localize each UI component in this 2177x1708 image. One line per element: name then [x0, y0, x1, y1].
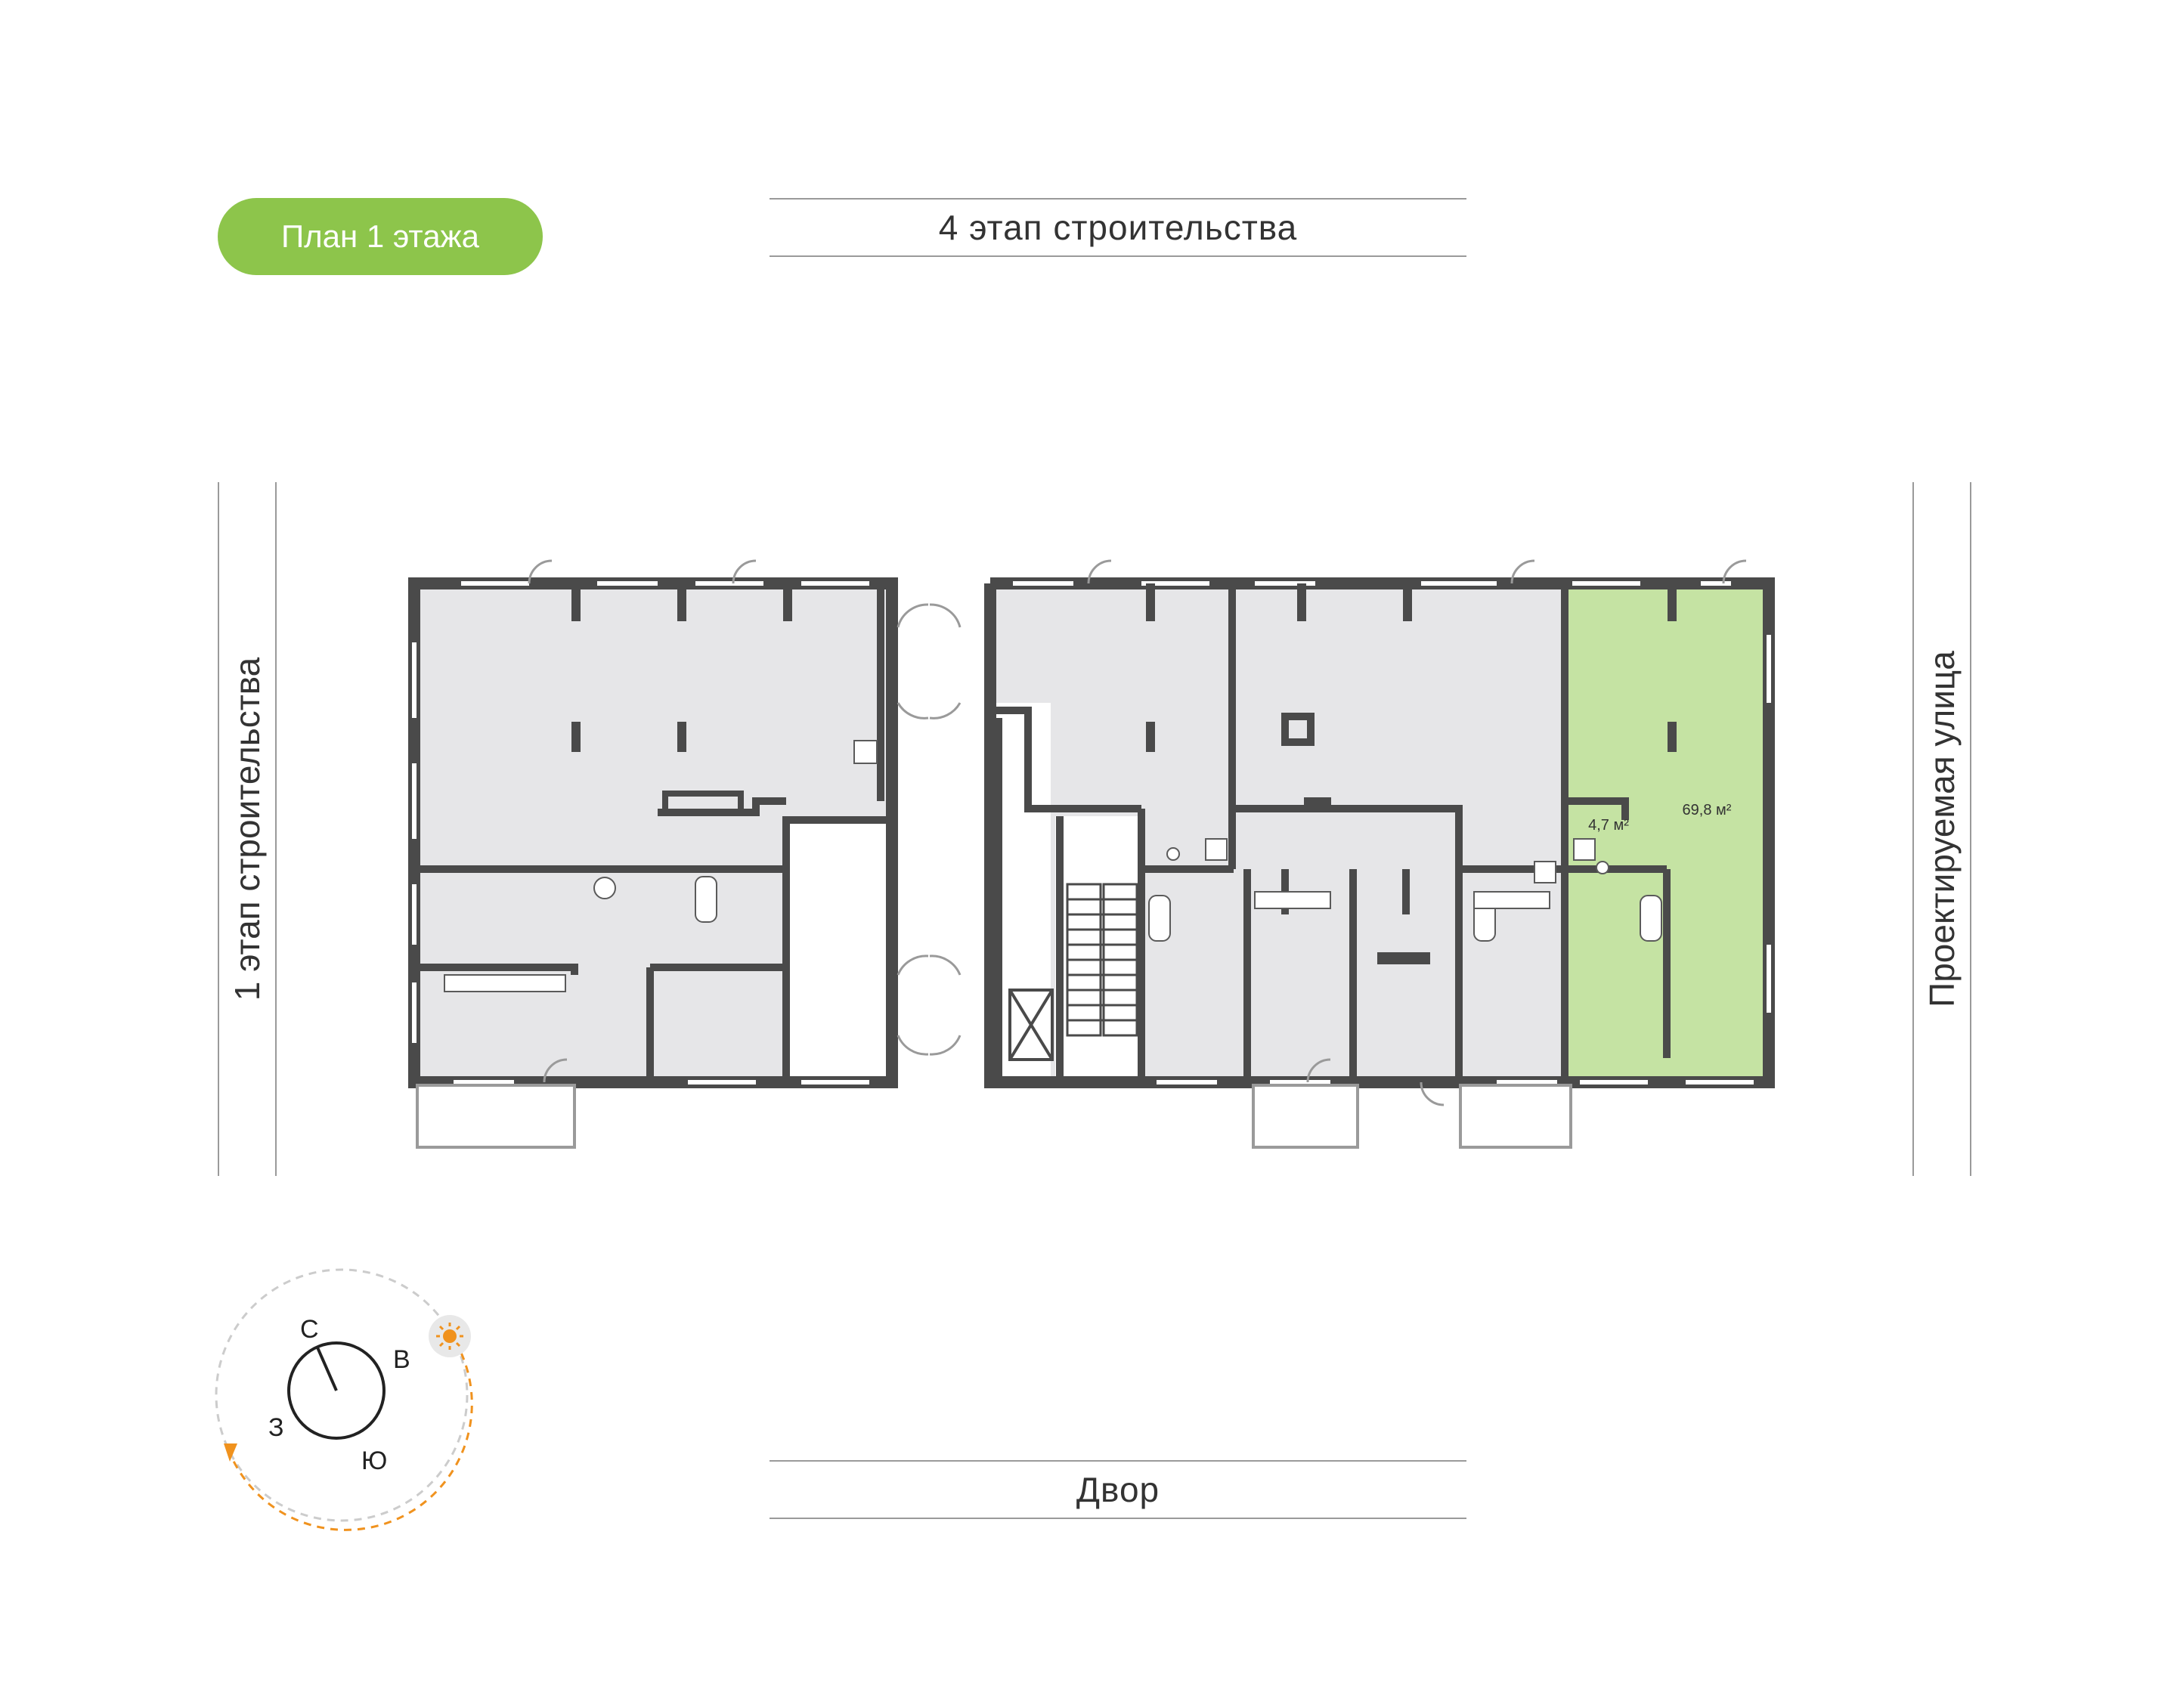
columns: [571, 583, 1677, 964]
bottom-rule-upper: [770, 1460, 1466, 1462]
stair: [1066, 883, 1138, 1037]
bottom-rule-lower: [770, 1518, 1466, 1519]
doors: [528, 559, 1747, 1106]
plan-title-badge: План 1 этажа: [218, 198, 543, 275]
right-rule-outer: [1970, 482, 1971, 1176]
fixtures: [444, 740, 1662, 992]
side-label-top: 4 этап строительства: [938, 208, 1298, 247]
side-label-bottom: Двор: [1076, 1470, 1160, 1509]
right-rule-inner: [1912, 482, 1914, 1176]
corridor-left-lower: [786, 820, 897, 1081]
unit-area-main: 69,8 м²: [1683, 802, 1732, 818]
windows: [412, 581, 1771, 1085]
stair-hall-floor: [898, 718, 990, 1082]
stair-core: [1055, 816, 1138, 1081]
left-rule-inner: [275, 482, 277, 1176]
top-rule-lower: [770, 255, 1466, 257]
left-rule-outer: [218, 482, 219, 1176]
top-rule-upper: [770, 198, 1466, 200]
unit-area-aux: 4,7 м²: [1588, 817, 1629, 834]
elevator: [1008, 989, 1054, 1061]
balconies: [416, 1084, 1572, 1149]
